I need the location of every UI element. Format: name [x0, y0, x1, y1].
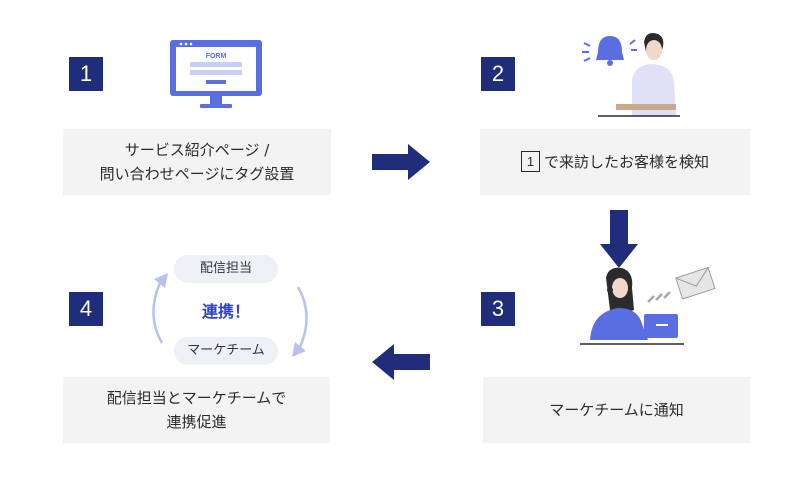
- step-2-number: 2: [481, 57, 515, 91]
- step-3-text: マーケチームに通知: [549, 401, 684, 419]
- form-monitor-illustration: FORM: [170, 40, 262, 108]
- form-label: FORM: [206, 53, 227, 60]
- step-1-number: 1: [69, 57, 103, 91]
- step-4-line-2: 連携促進: [166, 413, 227, 431]
- marketing-team-pill: マーケチーム: [174, 337, 278, 365]
- cycle-arrows-icon: [152, 273, 308, 357]
- arrow-down-icon: [600, 210, 638, 268]
- step-4-box: 配信担当とマーケチームで 連携促進: [63, 377, 330, 443]
- step-4-line-1: 配信担当とマーケチームで: [106, 389, 287, 407]
- step-1-box: サービス紹介ページ / 問い合わせページにタグ設置: [63, 129, 331, 195]
- step-2-ref-number: 1: [520, 151, 540, 172]
- arrow-right-icon: [372, 144, 430, 180]
- step-4-number: 4: [69, 292, 103, 326]
- step-1-line-2: 問い合わせページにタグ設置: [99, 165, 295, 183]
- step-3-number: 3: [481, 292, 515, 326]
- step-2-text: で来訪したお客様を検知: [543, 153, 709, 171]
- arrow-left-icon: [372, 344, 430, 380]
- step-3-box: マーケチームに通知: [483, 377, 750, 443]
- delivery-team-pill: 配信担当: [174, 255, 278, 283]
- step-1-line-1: サービス紹介ページ /: [124, 141, 270, 159]
- bell-person-illustration: [582, 33, 680, 117]
- collaboration-label: 連携！: [201, 302, 250, 321]
- operator-notification-illustration: [580, 266, 716, 345]
